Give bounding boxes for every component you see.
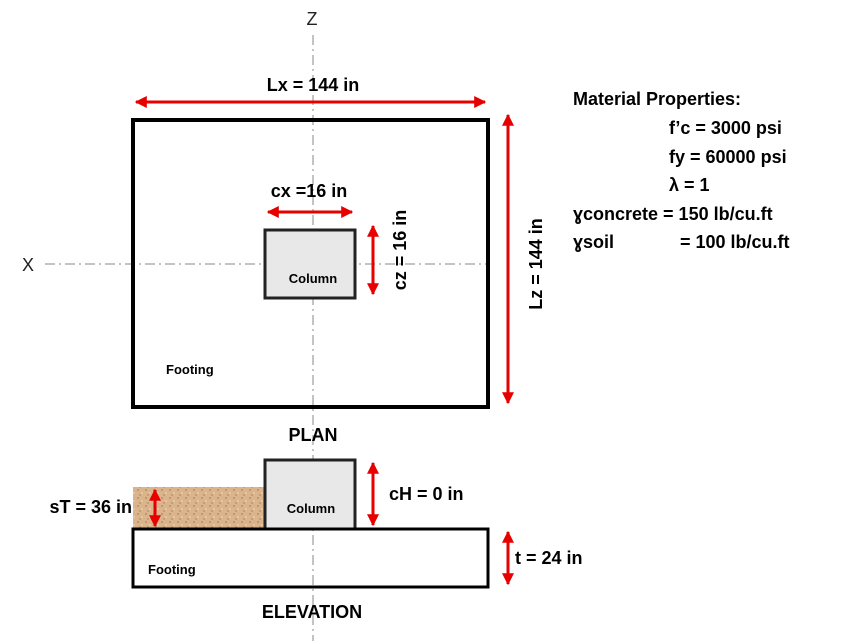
ch-label: cH = 0 in [389, 484, 464, 504]
elevation-title: ELEVATION [262, 602, 362, 622]
plan-column [263, 228, 357, 300]
material-heading: Material Properties: [573, 89, 741, 109]
material-gamma-soil-value: = 100 lb/cu.ft [680, 232, 790, 252]
cz-label: cz = 16 in [390, 210, 410, 291]
soil-fill [133, 487, 266, 529]
x-axis-label: X [22, 255, 34, 275]
material-fy: fy = 60000 psi [669, 147, 787, 167]
t-label: t = 24 in [515, 548, 583, 568]
z-axis-label: Z [307, 9, 318, 29]
plan-footing [131, 118, 490, 409]
cx-label: cx =16 in [271, 181, 348, 201]
plan-column-label: Column [289, 271, 337, 286]
st-label: sT = 36 in [49, 497, 132, 517]
material-gamma-soil-name: ɣsoil [573, 232, 614, 252]
lx-label: Lx = 144 in [267, 75, 360, 95]
material-gamma-concrete: ɣconcrete = 150 lb/cu.ft [573, 204, 773, 224]
plan-title: PLAN [289, 425, 338, 445]
material-fc: f’c = 3000 psi [669, 118, 782, 138]
material-lambda: λ = 1 [669, 175, 710, 195]
elevation-column [263, 458, 357, 531]
plan-footing-label: Footing [166, 362, 214, 377]
elevation-column-label: Column [287, 501, 335, 516]
elevation-footing [131, 527, 490, 589]
elevation-footing-label: Footing [148, 562, 196, 577]
lz-label: Lz = 144 in [526, 218, 546, 310]
